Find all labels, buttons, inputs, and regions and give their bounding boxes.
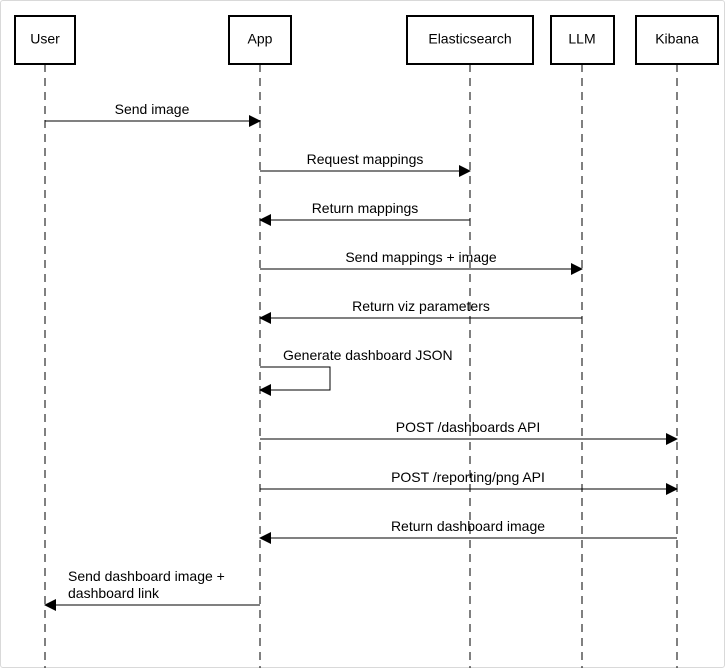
message-return-mappings: Return mappings [259, 200, 470, 226]
message-label: POST /reporting/png API [391, 469, 545, 485]
participant-label-llm: LLM [568, 31, 595, 47]
participant-label-user: User [30, 31, 60, 47]
message-post-dashboards-api: POST /dashboards API [260, 419, 678, 445]
message-post-reporting-png-api: POST /reporting/png API [260, 469, 678, 495]
participant-label-elasticsearch: Elasticsearch [428, 31, 511, 47]
message-send-mappings-image: Send mappings + image [260, 249, 583, 275]
message-label: Generate dashboard JSON [283, 347, 453, 363]
message-send-dashboard-image-link: Send dashboard image + dashboard link [44, 568, 260, 611]
participant-user: User [14, 15, 76, 65]
message-request-mappings: Request mappings [260, 151, 471, 177]
participant-app: App [228, 15, 292, 65]
message-return-dashboard-image: Return dashboard image [259, 518, 677, 544]
message-return-viz-parameters: Return viz parameters [259, 298, 582, 324]
message-label-line-1: Send dashboard image + [68, 568, 225, 584]
participant-llm: LLM [550, 15, 615, 65]
message-label: Send mappings + image [345, 249, 497, 265]
participant-elasticsearch: Elasticsearch [406, 15, 534, 65]
message-label-line-2: dashboard link [68, 585, 160, 601]
message-label: Return dashboard image [391, 518, 545, 534]
message-label: Send image [115, 101, 190, 117]
participant-label-app: App [248, 31, 273, 47]
message-generate-dashboard-json: Generate dashboard JSON [259, 347, 453, 396]
message-send-image: Send image [45, 101, 261, 127]
participant-kibana: Kibana [635, 15, 719, 65]
message-label: POST /dashboards API [396, 419, 541, 435]
message-label: Return mappings [312, 200, 419, 216]
message-label: Request mappings [307, 151, 424, 167]
message-label: Return viz parameters [352, 298, 490, 314]
participant-label-kibana: Kibana [655, 31, 699, 47]
